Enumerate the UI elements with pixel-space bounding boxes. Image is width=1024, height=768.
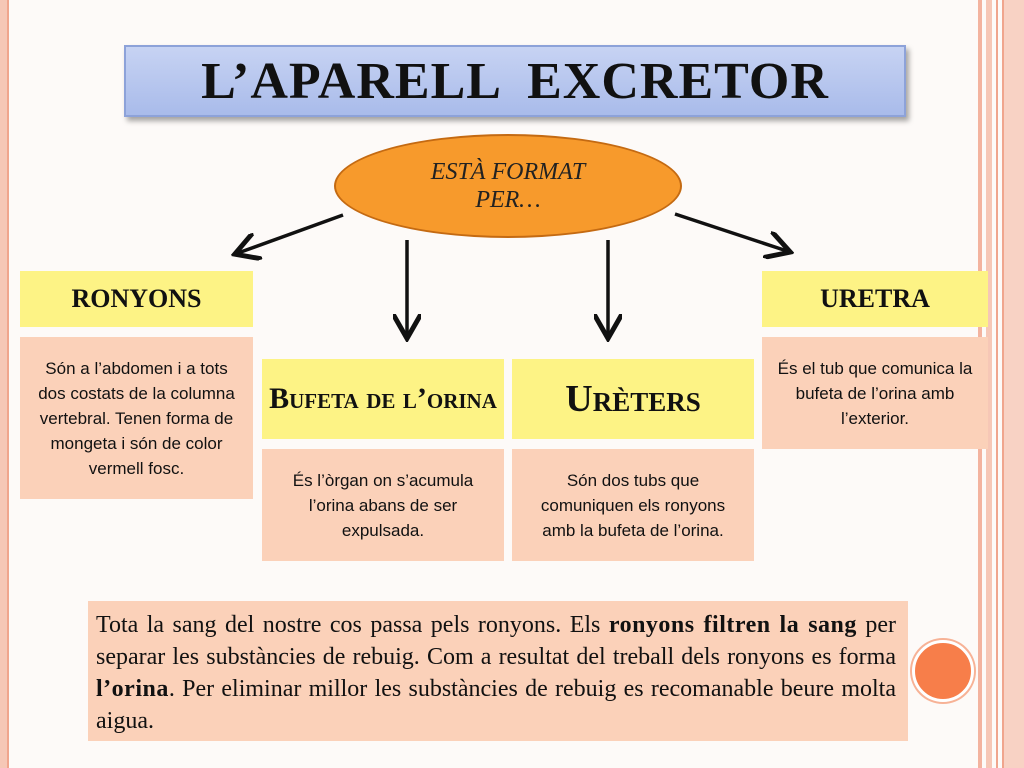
arrow-to-ronyons bbox=[238, 213, 344, 253]
heading-uretra-label: URETRA bbox=[820, 284, 930, 313]
frame-right-stripe bbox=[1002, 0, 1024, 768]
heading-ronyons-label: RONYONS bbox=[71, 284, 202, 313]
frame-right-stripe bbox=[996, 0, 998, 768]
description-ureters-text: Són dos tubs que comuniquen els ronyons … bbox=[540, 470, 726, 540]
summary-text-1: Tota la sang del nostre cos passa pels r… bbox=[96, 612, 609, 638]
description-uretra: És el tub que comunica la bufeta de l’or… bbox=[762, 337, 988, 449]
heading-ureters-label: Urèters bbox=[565, 378, 701, 420]
description-bufeta-text: És l’òrgan on s’acumula l’orina abans de… bbox=[292, 470, 474, 540]
summary-bold-2: l’orina bbox=[96, 676, 169, 702]
heading-bufeta: Bufeta de l’orina bbox=[262, 359, 504, 439]
heading-ureters: Urèters bbox=[512, 359, 754, 439]
page-title: L’APARELL EXCRETOR bbox=[201, 52, 829, 110]
description-bufeta: És l’òrgan on s’acumula l’orina abans de… bbox=[262, 449, 504, 561]
heading-uretra: URETRA bbox=[762, 271, 988, 327]
summary-bold-1: ronyons filtren la sang bbox=[608, 612, 857, 638]
center-oval: ESTÀ FORMAT PER… bbox=[334, 134, 682, 238]
decorative-circle bbox=[912, 640, 974, 702]
heading-bufeta-label: Bufeta de l’orina bbox=[269, 382, 497, 415]
description-uretra-text: És el tub que comunica la bufeta de l’or… bbox=[777, 358, 973, 428]
center-label: ESTÀ FORMAT PER… bbox=[430, 159, 586, 213]
summary-text-3: . Per eliminar millor les substàncies de… bbox=[96, 676, 896, 734]
summary-paragraph: Tota la sang del nostre cos passa pels r… bbox=[88, 601, 908, 741]
description-ronyons-text: Són a l’abdomen i a tots dos costats de … bbox=[38, 358, 235, 478]
heading-ronyons: RONYONS bbox=[20, 271, 253, 327]
description-ronyons: Són a l’abdomen i a tots dos costats de … bbox=[20, 337, 253, 499]
frame-left-border bbox=[0, 0, 9, 768]
description-ureters: Són dos tubs que comuniquen els ronyons … bbox=[512, 449, 754, 561]
frame-right-stripe bbox=[986, 0, 992, 768]
summary-text-2: per separar les substàncies de rebuig. C… bbox=[96, 612, 896, 670]
title-box: L’APARELL EXCRETOR bbox=[124, 45, 906, 117]
arrow-to-uretra bbox=[674, 212, 787, 251]
